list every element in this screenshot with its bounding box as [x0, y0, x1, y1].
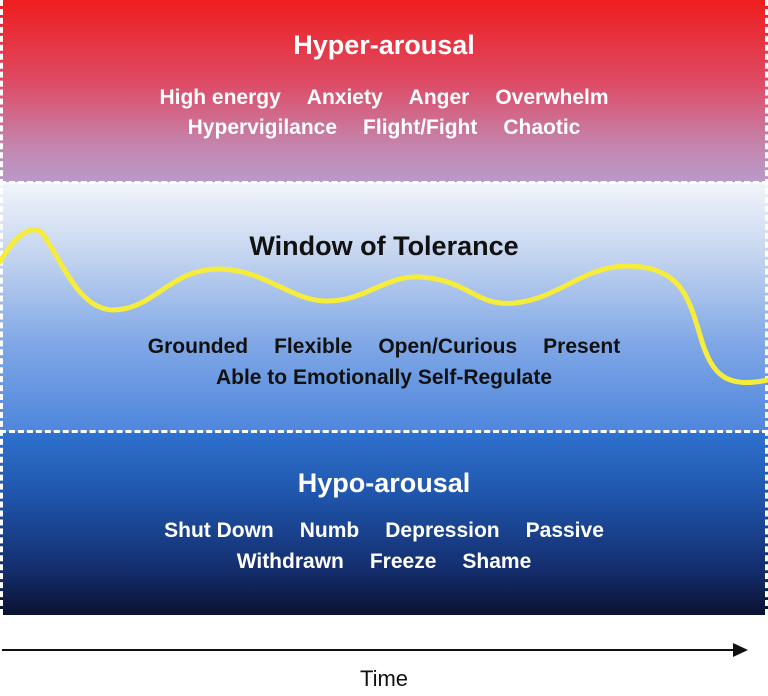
- lower-threshold-line: [0, 430, 768, 433]
- hypo-state: Freeze: [369, 550, 437, 573]
- hypo-arousal-row-1: Shut Down Numb Depression Passive: [0, 519, 768, 543]
- hyper-state: Anxiety: [306, 86, 383, 109]
- left-border: [0, 0, 3, 615]
- window-state: Able to Emotionally Self-Regulate: [215, 366, 553, 389]
- hypo-state: Depression: [385, 519, 500, 542]
- hyper-state: Hypervigilance: [187, 116, 338, 139]
- window-of-tolerance-zone: Window of Tolerance Grounded Flexible Op…: [0, 182, 768, 432]
- hypo-state: Withdrawn: [236, 550, 344, 573]
- hypo-arousal-title: Hypo-arousal: [297, 468, 471, 498]
- hyper-state: High energy: [159, 86, 281, 109]
- window-state: Open/Curious: [378, 335, 518, 358]
- time-axis-label: Time: [359, 666, 409, 691]
- hyper-arousal-row-2: Hypervigilance Flight/Fight Chaotic: [0, 116, 768, 140]
- hyper-state: Anger: [408, 86, 470, 109]
- window-state: Flexible: [274, 335, 353, 358]
- hyper-state: Overwhelm: [495, 86, 609, 109]
- hypo-state: Shut Down: [164, 519, 274, 542]
- window-state: Present: [543, 335, 621, 358]
- time-axis-arrowhead: [733, 643, 748, 657]
- window-of-tolerance-title: Window of Tolerance: [249, 231, 519, 261]
- window-state: Grounded: [147, 335, 249, 358]
- upper-threshold-line: [0, 181, 768, 184]
- hyper-state: Chaotic: [503, 116, 581, 139]
- hypo-arousal-zone: Hypo-arousal Shut Down Numb Depression P…: [0, 432, 768, 615]
- window-row-1: Grounded Flexible Open/Curious Present: [0, 335, 768, 359]
- hyper-state: Flight/Fight: [363, 116, 478, 139]
- hypo-state: Shame: [462, 550, 532, 573]
- window-row-2: Able to Emotionally Self-Regulate: [0, 366, 768, 390]
- hypo-state: Passive: [525, 519, 604, 542]
- hypo-arousal-row-2: Withdrawn Freeze Shame: [0, 550, 768, 574]
- hyper-arousal-zone: Hyper-arousal High energy Anxiety Anger …: [0, 0, 768, 182]
- hypo-state: Numb: [299, 519, 360, 542]
- hyper-arousal-title: Hyper-arousal: [293, 30, 475, 60]
- hyper-arousal-row-1: High energy Anxiety Anger Overwhelm: [0, 86, 768, 110]
